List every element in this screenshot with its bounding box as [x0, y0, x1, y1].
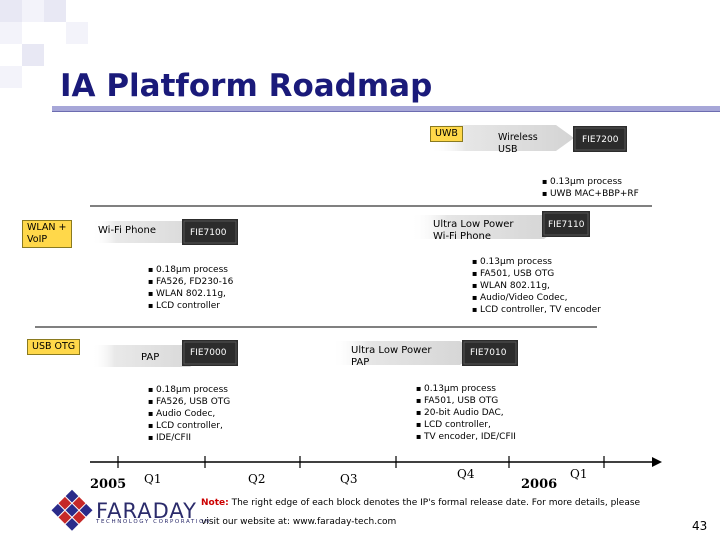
uwb-band [430, 125, 574, 151]
bullet-item: 20-bit Audio DAC, [416, 407, 516, 419]
quarter-label: Q4 [457, 467, 475, 481]
timeline [90, 456, 662, 468]
bullet-item: FA501, USB OTG [472, 268, 601, 280]
title-bar [52, 106, 720, 111]
bullet-item: FA526, FD230-16 [148, 276, 233, 288]
bullet-item: UWB MAC+BBP+RF [542, 188, 639, 200]
faraday-logo-subtitle: TECHNOLOGY CORPORATION [96, 519, 211, 525]
chip-label-fie7200: FIE7200 [582, 135, 619, 145]
chip-fie7100 [182, 219, 238, 245]
bullet-item: 0.13µm process [542, 176, 639, 188]
ulp-pap-band [332, 341, 476, 365]
bullet-item: WLAN 802.11g, [472, 280, 601, 292]
note-text: The right edge of each block denotes the… [228, 498, 641, 508]
page-number: 43 [692, 519, 708, 533]
wifi-phone-bullets: 0.18µm process FA526, FD230-16 WLAN 802.… [148, 264, 233, 312]
chip-label-fie7100: FIE7100 [190, 228, 227, 238]
chip-fie7000 [182, 340, 238, 366]
footnote-line-1: Note: The right edge of each block denot… [201, 497, 640, 509]
quarter-label: Q3 [340, 472, 358, 486]
row-label-uwb: UWB [430, 126, 463, 142]
note-heading: Note: [201, 498, 229, 508]
chip-fie7110 [542, 211, 590, 237]
chip-label-fie7000: FIE7000 [190, 348, 227, 358]
footnote-line-2: visit our website at: www.faraday-tech.c… [201, 517, 397, 527]
chip-label-fie7110: FIE7110 [548, 220, 585, 230]
year-2006: 2006 [521, 477, 558, 492]
wireless-usb-label: Wireless USB [498, 132, 538, 155]
bullet-item: LCD controller, [148, 420, 230, 432]
page-title: IA Platform Roadmap [60, 68, 433, 104]
chip-fie7200 [573, 126, 627, 152]
bullet-item: 0.13µm process [416, 383, 516, 395]
bullet-item: 0.18µm process [148, 264, 233, 276]
quarter-label: Q1 [144, 472, 162, 486]
ulp-wifi-phone-label: Ultra Low Power Wi-Fi Phone [433, 219, 514, 242]
chip-fie7010 [462, 340, 518, 366]
chip-label-fie7010: FIE7010 [470, 348, 507, 358]
year-2005: 2005 [90, 477, 127, 492]
quarter-label: Q2 [248, 472, 266, 486]
pap-band [92, 345, 205, 367]
bullet-item: FA501, USB OTG [416, 395, 516, 407]
faraday-logo-text: FARADAY [96, 499, 197, 523]
bullet-item: LCD controller [148, 300, 233, 312]
bullet-item: 0.18µm process [148, 384, 230, 396]
bullet-item: TV encoder, IDE/CFII [416, 431, 516, 443]
bullet-item: LCD controller, [416, 419, 516, 431]
bullet-item: Audio Codec, [148, 408, 230, 420]
row-label-wlan-voip: WLAN + VoIP [22, 220, 72, 248]
pap-bullets: 0.18µm process FA526, USB OTG Audio Code… [148, 384, 230, 444]
bullet-item: FA526, USB OTG [148, 396, 230, 408]
ulp-pap-label: Ultra Low Power PAP [351, 345, 432, 368]
bullet-item: Audio/Video Codec, [472, 292, 601, 304]
quarter-label: Q1 [570, 467, 588, 481]
bullet-item: WLAN 802.11g, [148, 288, 233, 300]
wifi-phone-label: Wi-Fi Phone [98, 225, 157, 236]
faraday-logo-icon [51, 489, 93, 531]
bullet-item: LCD controller, TV encoder [472, 304, 601, 316]
row-label-usb-otg: USB OTG [27, 339, 81, 355]
ulp-wifi-phone-bullets: 0.13µm process FA501, USB OTG WLAN 802.1… [472, 256, 601, 316]
bullet-item: 0.13µm process [472, 256, 601, 268]
ulp-wifi-band [410, 215, 560, 239]
pap-label: PAP [141, 352, 160, 363]
uwb-bullets: 0.13µm process UWB MAC+BBP+RF [542, 176, 639, 200]
corner-decoration [0, 0, 88, 88]
ulp-pap-bullets: 0.13µm process FA501, USB OTG 20-bit Aud… [416, 383, 516, 443]
bullet-item: IDE/CFII [148, 432, 230, 444]
